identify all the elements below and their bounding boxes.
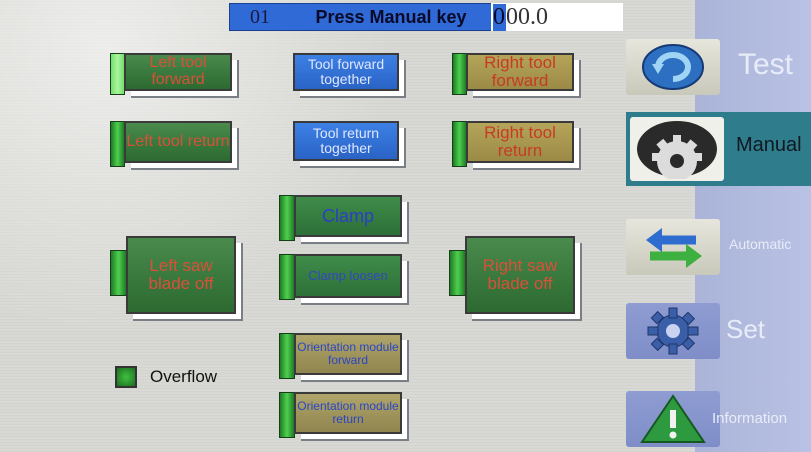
left-saw-blade-indicator <box>110 250 127 296</box>
nav-set[interactable]: Set <box>626 298 811 364</box>
nav-test-label: Test <box>738 48 794 81</box>
right-tool-forward-indicator <box>452 53 467 95</box>
left-tool-return-button[interactable]: Left tool return <box>124 121 232 163</box>
status-code: 01 <box>250 5 270 28</box>
right-saw-blade-indicator <box>449 250 466 296</box>
right-tool-forward-button[interactable]: Right tool forward <box>466 53 574 91</box>
right-saw-blade-off-button[interactable]: Right saw blade off <box>465 236 575 314</box>
clamp-loosen-indicator <box>279 254 295 300</box>
warning-icon <box>626 391 720 447</box>
overflow-label: Overflow <box>150 367 218 386</box>
nav-automatic-label: Automatic <box>729 236 792 252</box>
status-value-highlight: 0 <box>493 3 506 31</box>
status-value-rest: 00.0 <box>506 3 548 30</box>
swap-arrows-icon <box>626 219 720 275</box>
right-tool-return-button[interactable]: Right tool return <box>466 121 574 163</box>
overflow-indicator <box>115 366 137 388</box>
orientation-module-forward-button[interactable]: Orientation module forward <box>294 333 402 375</box>
orientation-module-return-button[interactable]: Orientation module return <box>294 392 402 434</box>
gear-icon <box>630 117 724 181</box>
nav-automatic[interactable]: Automatic <box>626 214 811 280</box>
nav-information[interactable]: Information <box>626 386 811 452</box>
orientation-return-indicator <box>279 392 295 438</box>
left-tool-return-indicator <box>110 121 125 167</box>
orientation-forward-indicator <box>279 333 295 379</box>
status-message: Press Manual key <box>315 6 467 27</box>
left-tool-forward-button[interactable]: Left tool forward <box>124 53 232 91</box>
left-saw-blade-off-button[interactable]: Left saw blade off <box>126 236 236 314</box>
refresh-icon <box>626 39 720 95</box>
nav-manual-label: Manual <box>736 134 802 156</box>
clamp-loosen-button[interactable]: Clamp loosen <box>294 254 402 298</box>
cog-icon <box>626 303 720 359</box>
tool-forward-together-button[interactable]: Tool forward together <box>293 53 399 91</box>
nav-manual[interactable]: Manual <box>626 112 811 186</box>
tool-return-together-button[interactable]: Tool return together <box>293 121 399 161</box>
right-tool-return-indicator <box>452 121 467 167</box>
clamp-indicator <box>279 195 295 241</box>
nav-information-label: Information <box>712 410 788 427</box>
clamp-button[interactable]: Clamp <box>294 195 402 237</box>
left-tool-forward-indicator <box>110 53 125 95</box>
nav-set-label: Set <box>726 314 766 344</box>
nav-test[interactable]: Test <box>626 34 811 100</box>
